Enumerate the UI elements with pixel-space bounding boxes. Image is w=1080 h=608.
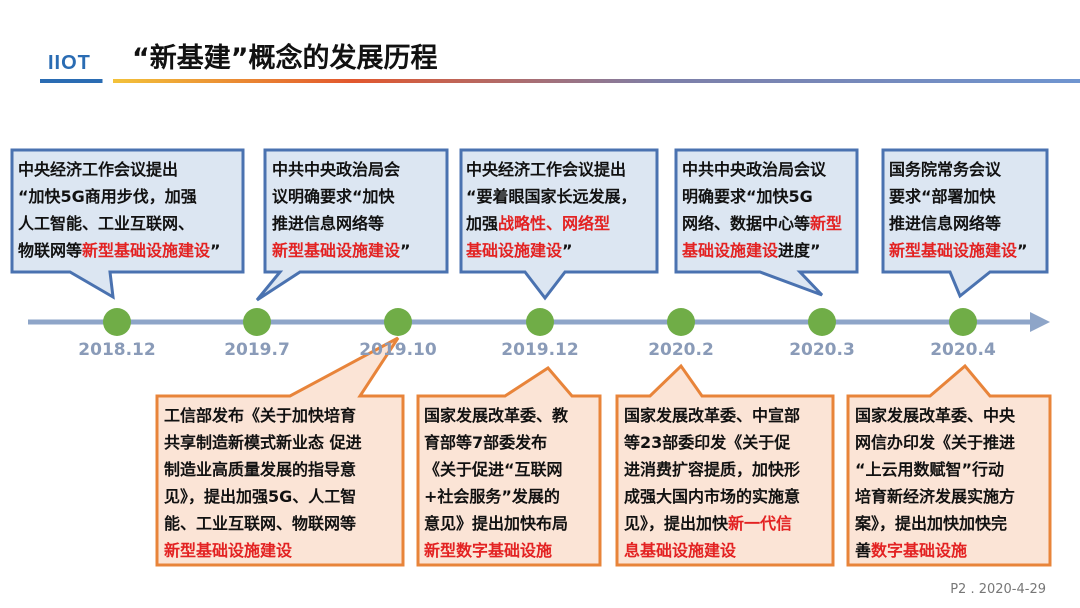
top-event-text: 中央经济工作会议提出 “加快5G商用步伐，加强 人工智能、工业互联网、 物联网等… — [18, 156, 221, 264]
event-text-segment: ” — [562, 241, 573, 260]
highlight-text: 战略性、网络型 基础设施建设 — [466, 214, 611, 260]
timeline-date: 2018.12 — [78, 340, 156, 360]
event-text-segment: 中央经济工作会议提出 “要着眼国家长远发展， 加强 — [466, 160, 637, 233]
timeline-date: 2020.2 — [648, 340, 714, 360]
timeline-dot-2018.12 — [103, 308, 131, 336]
event-text-segment: 国家发展改革委、中央 网信办印发《关于推进 “上云用数赋智”行动 培育新经济发展… — [855, 406, 1016, 560]
highlight-text: 新型 基础设施建设 — [682, 214, 843, 260]
bottom-callout-3 — [615, 363, 835, 567]
highlight-text: 数字基础设施 — [871, 541, 968, 560]
top-callout-5 — [881, 148, 1049, 299]
top-callout-4 — [674, 148, 859, 297]
top-event-text: 中共中央政治局会 议明确要求“加快 推进信息网络等 新型基础设施建设” — [272, 156, 411, 264]
event-text-segment: ” — [210, 241, 221, 260]
top-event-text: 国务院常务会议 要求“部署加快 推进信息网络等 新型基础设施建设” — [889, 156, 1028, 264]
bottom-callout-2 — [416, 366, 602, 567]
page-title: “新基建”概念的发展历程 — [132, 43, 438, 74]
bottom-callout-1 — [155, 336, 405, 567]
highlight-text: 新一代信 息基础设施建设 — [624, 514, 793, 560]
top-callout-2 — [255, 148, 449, 302]
highlight-text: 新型数字基础设施 — [424, 541, 553, 560]
timeline-date: 2020.4 — [930, 340, 996, 360]
highlight-text: 新型基础设施建设 — [82, 241, 211, 260]
iiot-logo: IIOT — [48, 40, 118, 80]
top-event-text: 中央经济工作会议提出 “要着眼国家长远发展， 加强战略性、网络型 基础设施建设” — [466, 156, 637, 264]
timeline-date: 2019.7 — [224, 340, 290, 360]
top-callout-1 — [10, 148, 245, 300]
timeline-dot-2019.12 — [526, 308, 554, 336]
bottom-event-text: 国家发展改革委、教 育部等7部委发布 《关于促进“互联网 +社会服务”发展的 意… — [424, 402, 568, 564]
event-text-segment: ” — [1017, 241, 1028, 260]
top-event-text: 中共中央政治局会议 明确要求“加快5G 网络、数据中心等新型 基础设施建设进度” — [682, 156, 842, 264]
timeline-dot-2020.4 — [949, 308, 977, 336]
event-text-segment: ” — [400, 241, 411, 260]
top-callout-3 — [459, 148, 659, 301]
timeline-dot-2020.2 — [667, 308, 695, 336]
event-text-segment: 进度” — [778, 241, 821, 260]
timeline-arrow-icon — [1030, 312, 1050, 332]
event-text-segment: 国家发展改革委、中宣部 等23部委印发《关于促 进消费扩容提质，加快形 成强大国… — [624, 406, 801, 533]
bottom-event-text: 工信部发布《关于加快培育 共享制造新模式新业态 促进 制造业高质量发展的指导意 … — [164, 402, 362, 564]
event-text-segment: 国务院常务会议 要求“部署加快 推进信息网络等 — [889, 160, 1002, 233]
event-text-segment: 中共中央政治局会议 明确要求“加快5G 网络、数据中心等 — [682, 160, 827, 233]
timeline-date: 2020.3 — [789, 340, 855, 360]
timeline-dot-2020.3 — [808, 308, 836, 336]
event-text-segment: 工信部发布《关于加快培育 共享制造新模式新业态 促进 制造业高质量发展的指导意 … — [164, 406, 362, 533]
bottom-event-text: 国家发展改革委、中宣部 等23部委印发《关于促 进消费扩容提质，加快形 成强大国… — [624, 402, 800, 564]
bottom-event-text: 国家发展改革委、中央 网信办印发《关于推进 “上云用数赋智”行动 培育新经济发展… — [855, 402, 1015, 564]
timeline-dot-2019.7 — [243, 308, 271, 336]
bottom-callout-4 — [846, 363, 1052, 567]
timeline-date: 2019.12 — [501, 340, 579, 360]
highlight-text: 新型基础设施建设 — [164, 541, 293, 560]
highlight-text: 新型基础设施建设 — [889, 241, 1018, 260]
page-footer: P2 . 2020-4-29 — [950, 582, 1046, 597]
logo-text: IIOT — [48, 52, 91, 74]
timeline-dot-2019.10 — [384, 308, 412, 336]
title-divider — [40, 79, 1080, 83]
event-text-segment: 国家发展改革委、教 育部等7部委发布 《关于促进“互联网 +社会服务”发展的 意… — [424, 406, 569, 533]
event-text-segment: 中央经济工作会议提出 “加快5G商用步伐，加强 人工智能、工业互联网、 物联网等 — [18, 160, 197, 260]
event-text-segment: 中共中央政治局会 议明确要求“加快 推进信息网络等 — [272, 160, 401, 233]
timeline-date: 2019.10 — [359, 340, 437, 360]
highlight-text: 新型基础设施建设 — [272, 241, 401, 260]
